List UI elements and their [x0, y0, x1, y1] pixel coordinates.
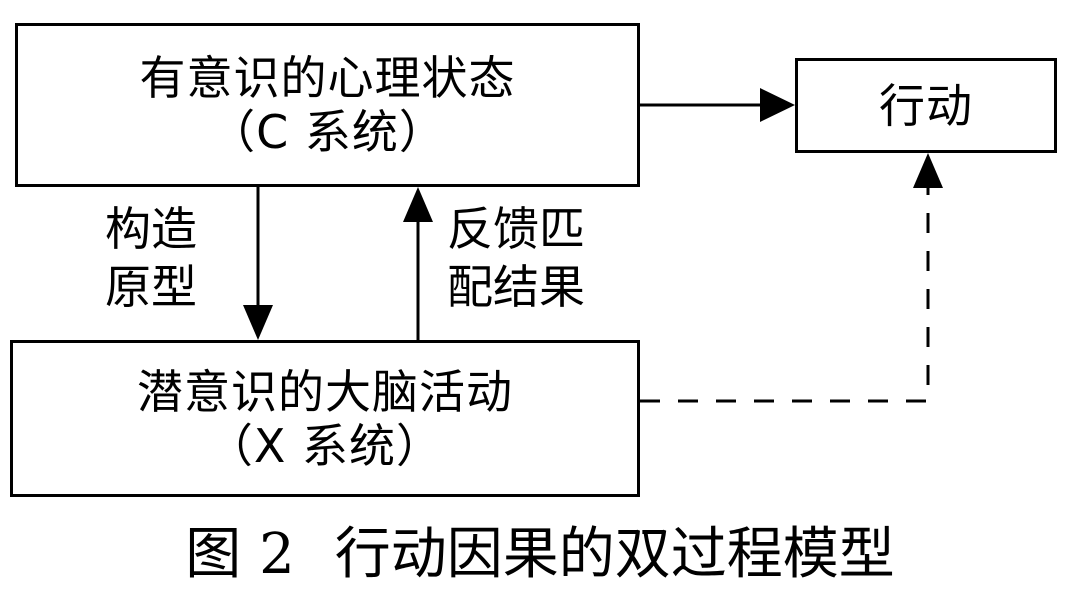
edge-subconscious-to-action-dashed: [640, 188, 930, 403]
node-conscious-state: 有意识的心理状态 （C 系统）: [15, 23, 640, 187]
node-conscious-subtitle: （C 系统）: [209, 105, 446, 159]
arrowhead-to-subconscious: [243, 305, 273, 340]
node-subconscious-activity: 潜意识的大脑活动 （X 系统）: [10, 340, 640, 497]
figure-caption: 图 2 行动因果的双过程模型: [0, 520, 1080, 590]
node-subconscious-title: 潜意识的大脑活动: [137, 364, 513, 419]
node-action: 行动: [795, 58, 1057, 153]
edge-label-construct-prototype: 构造 原型: [105, 200, 225, 316]
node-subconscious-subtitle: （X 系统）: [206, 418, 444, 473]
arrowhead-dashed-to-action: [913, 153, 943, 188]
edge-label-feedback-line2: 配结果: [447, 260, 585, 314]
figure-number: 图 2: [185, 522, 295, 587]
figure-title: 行动因果的双过程模型: [334, 522, 895, 587]
arrowhead-to-conscious: [403, 187, 433, 222]
node-conscious-title: 有意识的心理状态: [139, 51, 516, 105]
edge-label-construct-line2: 原型: [105, 260, 197, 314]
node-action-title: 行动: [879, 78, 973, 133]
arrowhead-to-action: [760, 88, 795, 122]
edge-label-feedback-match: 反馈匹 配结果: [447, 200, 637, 316]
edge-label-feedback-line1: 反馈匹: [447, 202, 585, 256]
edge-label-construct-line1: 构造: [105, 202, 197, 256]
